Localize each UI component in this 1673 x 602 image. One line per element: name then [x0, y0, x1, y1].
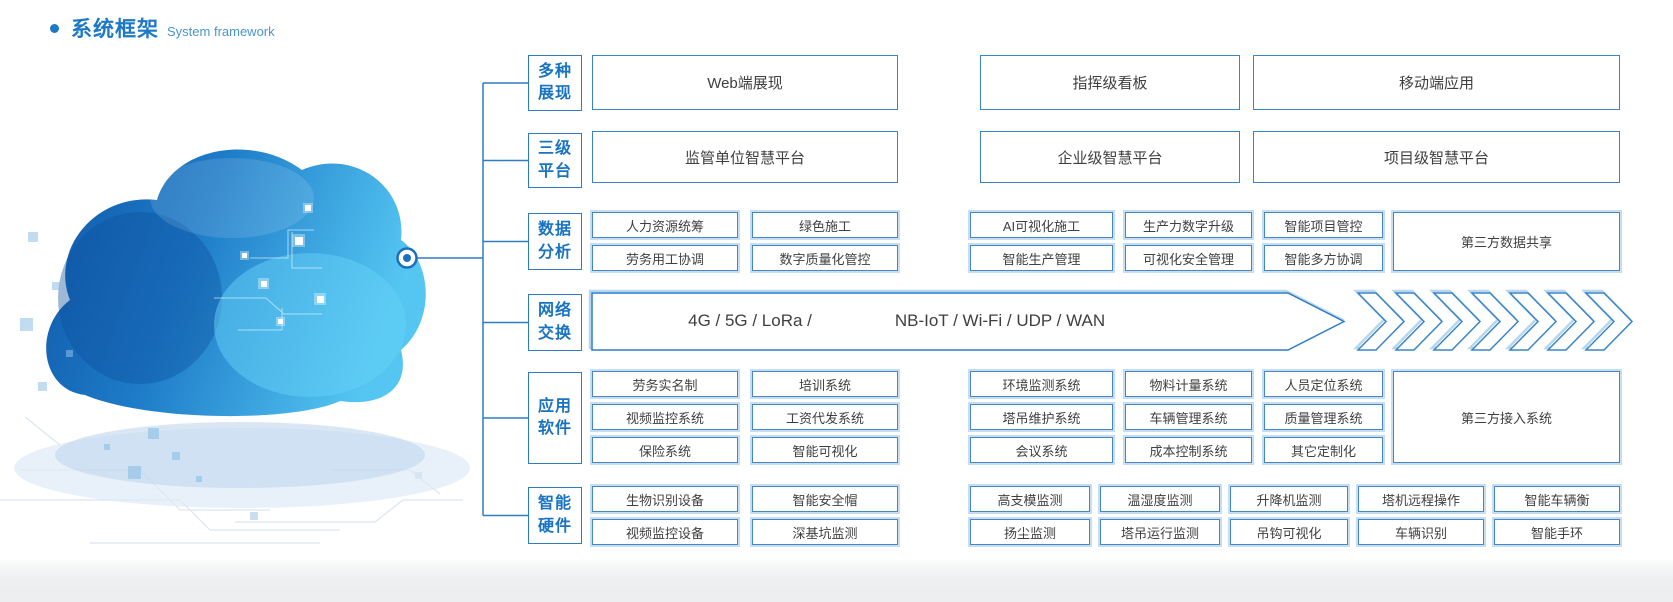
data-analysis-box: 智能项目管控	[1264, 212, 1383, 238]
title-bullet-icon	[50, 23, 59, 33]
data-analysis-box: 可视化安全管理	[1125, 245, 1252, 271]
category-data-analysis: 数据分析	[528, 213, 582, 270]
hardware-box: 智能安全帽	[752, 486, 898, 512]
application-box: 人员定位系统	[1264, 371, 1383, 397]
hardware-box: 深基坑监测	[752, 519, 898, 545]
box-command-board: 指挥级看板	[980, 55, 1240, 110]
data-analysis-box: 人力资源统筹	[592, 212, 738, 238]
hardware-box: 扬尘监测	[970, 519, 1090, 545]
application-box: 成本控制系统	[1125, 437, 1252, 463]
hardware-box: 高支模监测	[970, 486, 1090, 512]
data-analysis-box: 智能多方协调	[1264, 245, 1383, 271]
hardware-box: 升降机监测	[1230, 486, 1348, 512]
data-analysis-box: 劳务用工协调	[592, 245, 738, 271]
hardware-box: 智能车辆衡	[1494, 486, 1620, 512]
hardware-box: 温湿度监测	[1100, 486, 1220, 512]
data-analysis-box: 数字质量化管控	[752, 245, 898, 271]
application-box: 质量管理系统	[1264, 404, 1383, 430]
hardware-box: 塔机远程操作	[1358, 486, 1484, 512]
application-box: 其它定制化	[1264, 437, 1383, 463]
application-box: 会议系统	[970, 437, 1113, 463]
cloud-illustration	[20, 149, 426, 482]
category-smart-hardware: 智能硬件	[528, 487, 582, 544]
category-application-software: 应用软件	[528, 372, 582, 464]
category-multi-display: 多种展现	[528, 55, 582, 111]
chevron-arrows	[1354, 289, 1633, 351]
title-zh: 系统框架	[71, 18, 159, 41]
hardware-box: 生物识别设备	[592, 486, 738, 512]
application-box: 工资代发系统	[752, 404, 898, 430]
data-analysis-box: 生产力数字升级	[1125, 212, 1252, 238]
third-party-data-share-box: 第三方数据共享	[1393, 212, 1620, 271]
box-enterprise-platform: 企业级智慧平台	[980, 131, 1240, 183]
third-party-access-box: 第三方接入系统	[1393, 371, 1620, 463]
application-box: 视频监控系统	[592, 404, 738, 430]
title-en: System framework	[167, 24, 275, 39]
application-box: 塔吊维护系统	[970, 404, 1113, 430]
network-protocols-left: 4G / 5G / LoRa /	[688, 311, 812, 330]
application-box: 环境监测系统	[970, 371, 1113, 397]
hub-dot	[396, 247, 418, 269]
application-box: 劳务实名制	[592, 371, 738, 397]
box-web-display: Web端展现	[592, 55, 898, 110]
network-arrow-box	[588, 289, 1346, 351]
application-box: 智能可视化	[752, 437, 898, 463]
application-box: 物料计量系统	[1125, 371, 1252, 397]
category-network-exchange: 网络交换	[528, 294, 582, 351]
data-analysis-box: 绿色施工	[752, 212, 898, 238]
box-mobile-app: 移动端应用	[1253, 55, 1620, 110]
network-protocols-right: NB-IoT / Wi-Fi / UDP / WAN	[894, 311, 1106, 330]
application-box: 培训系统	[752, 371, 898, 397]
hardware-box: 车辆识别	[1358, 519, 1484, 545]
hardware-box: 智能手环	[1494, 519, 1620, 545]
data-analysis-box: AI可视化施工	[970, 212, 1113, 238]
hardware-box: 塔吊运行监测	[1100, 519, 1220, 545]
connector-lines	[415, 82, 528, 517]
page-title: 系统框架 System framework	[50, 13, 275, 43]
box-project-platform: 项目级智慧平台	[1253, 131, 1620, 183]
hardware-box: 视频监控设备	[592, 519, 738, 545]
data-analysis-box: 智能生产管理	[970, 245, 1113, 271]
application-box: 车辆管理系统	[1125, 404, 1252, 430]
bottom-decoration	[0, 560, 1673, 602]
category-three-level-platform: 三级平台	[528, 133, 582, 188]
application-box: 保险系统	[592, 437, 738, 463]
box-regulator-platform: 监管单位智慧平台	[592, 131, 898, 183]
hardware-box: 吊钩可视化	[1230, 519, 1348, 545]
